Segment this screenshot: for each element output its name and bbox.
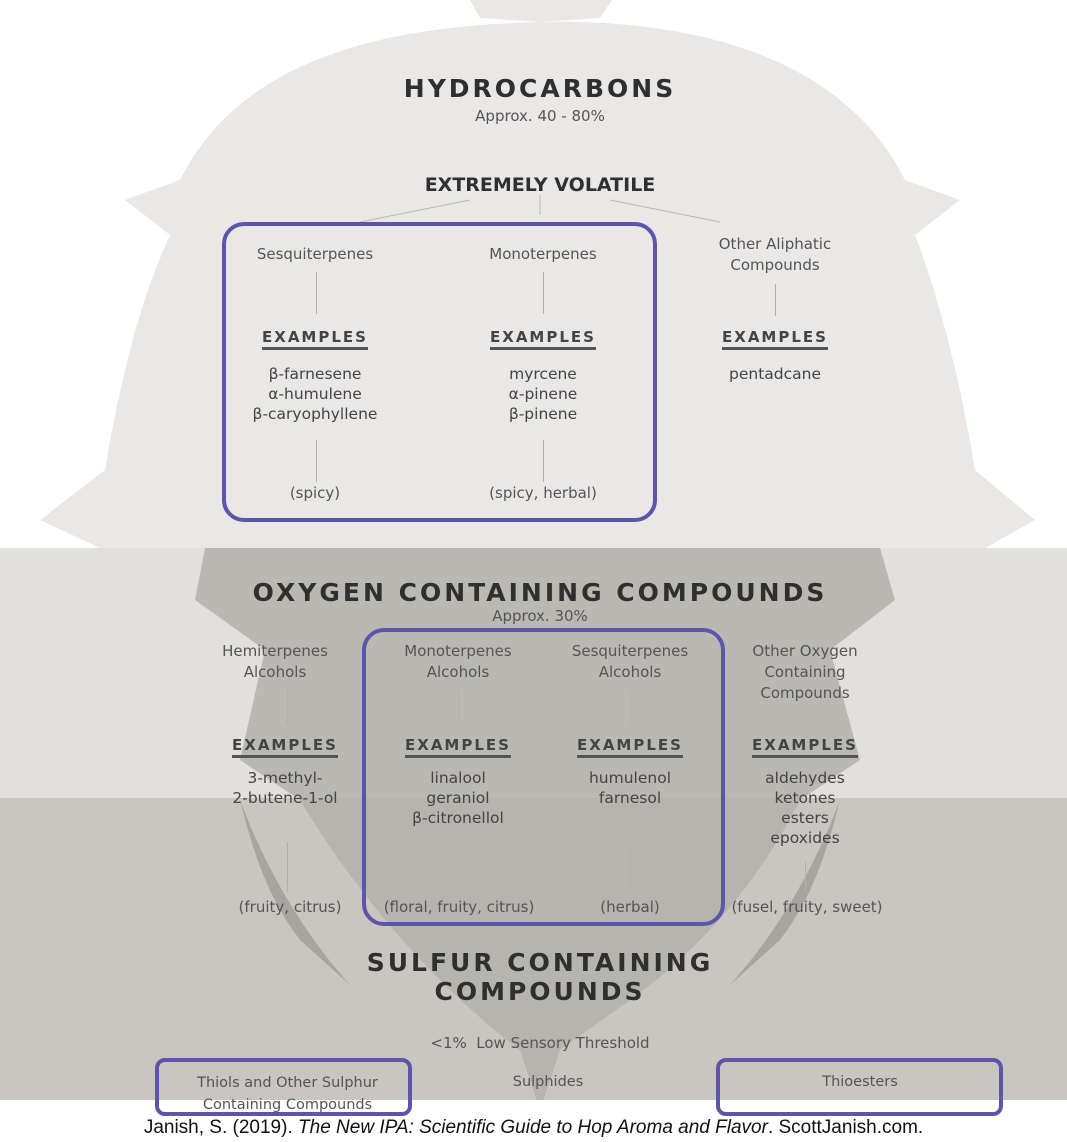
ox-category-other-oxygen: Other Oxygen Containing Compounds — [752, 642, 858, 702]
highlight-box-thiols — [155, 1058, 412, 1116]
hc-category-monoterpenes: Monoterpenes — [489, 245, 597, 263]
examples-heading: EXAMPLES — [405, 736, 511, 758]
examples-heading: EXAMPLES — [490, 328, 596, 350]
hc-examples-list: pentadcane — [729, 365, 821, 383]
volatility-label: EXTREMELY VOLATILE — [424, 174, 656, 196]
examples-heading: EXAMPLES — [232, 736, 338, 758]
sulfur-subtitle: <1% Low Sensory Threshold — [430, 1034, 650, 1052]
oxygen-subtitle: Approx. 30% — [492, 607, 588, 625]
hc-category-other-aliphatic: Other Aliphatic Compounds — [718, 235, 832, 274]
ox-examples-list: humulenol farnesol — [588, 769, 672, 807]
sulfur-item-thioesters: Thioesters — [822, 1074, 898, 1090]
ox-aroma: (herbal) — [600, 898, 660, 916]
ox-category-hemiterpenes: Hemiterpenes Alcohols — [222, 642, 328, 681]
sulfur-item-thiols: Thiols and Other Sulphur Containing Comp… — [197, 1075, 378, 1113]
sulfur-item-sulphides: Sulphides — [512, 1074, 584, 1090]
ox-aroma: (fruity, citrus) — [238, 898, 342, 916]
hydrocarbons-title: HYDROCARBONS — [403, 74, 677, 103]
ox-aroma: (fusel, fruity, sweet) — [731, 898, 883, 916]
ox-examples-list: linalool geraniol β-citronellol — [412, 769, 504, 827]
examples-heading: EXAMPLES — [722, 328, 828, 350]
highlight-box-thioesters — [716, 1058, 1003, 1116]
examples-heading: EXAMPLES — [262, 328, 368, 350]
hc-aroma: (spicy, herbal) — [489, 484, 597, 502]
examples-heading: EXAMPLES — [577, 736, 683, 758]
ox-category-monoterpene-alcohols: Monoterpenes Alcohols — [404, 642, 512, 681]
examples-heading: EXAMPLES — [752, 736, 858, 758]
ox-examples-list: aldehydes ketones esters epoxides — [765, 769, 845, 847]
oxygen-title: OXYGEN CONTAINING COMPOUNDS — [252, 578, 828, 607]
ox-aroma: (floral, fruity, citrus) — [383, 898, 535, 916]
hc-aroma: (spicy) — [289, 484, 341, 502]
citation: Janish, S. (2019). The New IPA: Scientif… — [143, 1117, 924, 1138]
highlight-box-hydrocarbon-terpenes — [222, 222, 657, 522]
hc-category-sesquiterpenes: Sesquiterpenes — [256, 245, 374, 263]
hydrocarbons-subtitle: Approx. 40 - 80% — [475, 107, 605, 125]
ox-category-sesquiterpene-alcohols: Sesquiterpenes Alcohols — [571, 642, 689, 681]
hc-examples-list: myrcene α-pinene β-pinene — [508, 365, 578, 423]
hc-examples-list: β-farnesene α-humulene β-caryophyllene — [252, 365, 378, 423]
ox-examples-list: 3-methyl- 2-butene-1-ol — [232, 769, 338, 807]
highlight-box-terpene-alcohols — [362, 628, 725, 926]
sulfur-title: SULFUR CONTAINING COMPOUNDS — [366, 948, 714, 1006]
